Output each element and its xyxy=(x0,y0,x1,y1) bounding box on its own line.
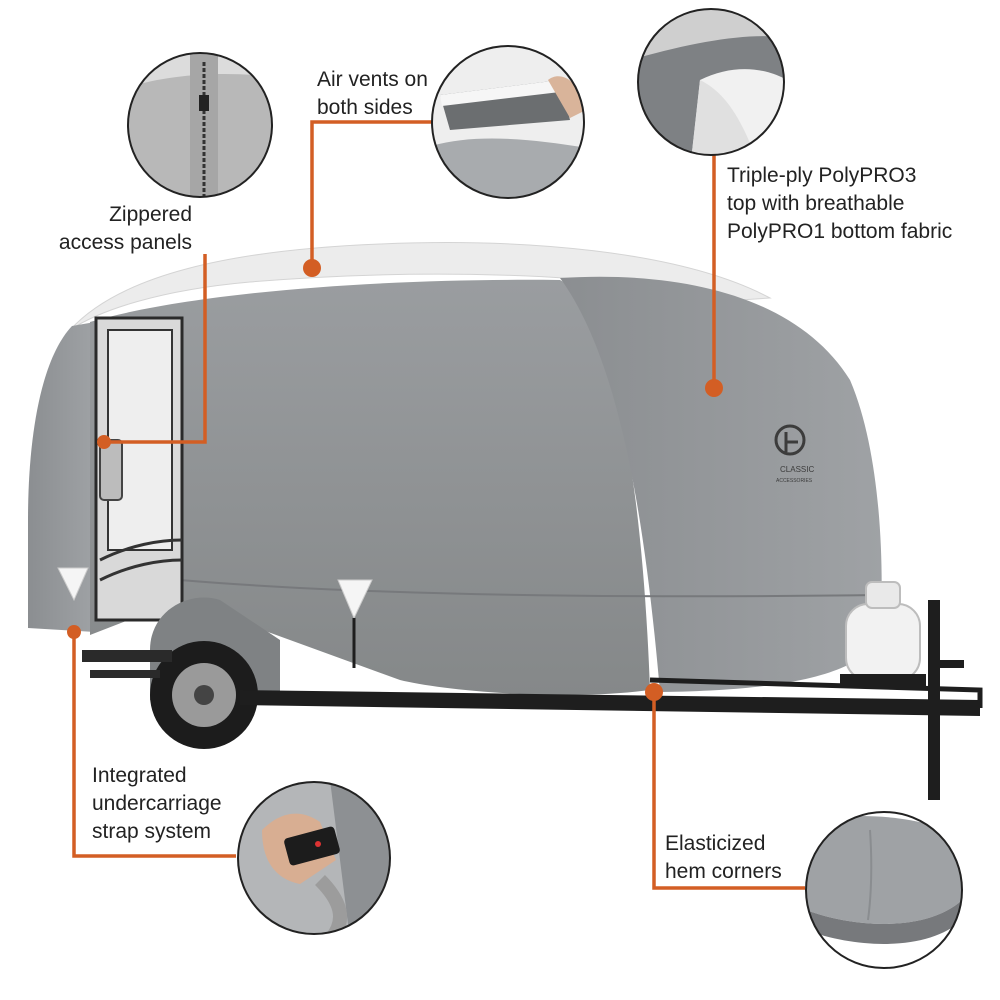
callout-fabric-label: Triple-ply PolyPRO3 top with breathable … xyxy=(727,162,952,246)
svg-text:CLASSIC: CLASSIC xyxy=(780,465,814,474)
callout-zipper-label: Zippered access panels xyxy=(59,201,192,257)
cover-front-end xyxy=(28,322,95,632)
cover-white-top xyxy=(69,242,772,331)
fabric-label-line1: Triple-ply PolyPRO3 xyxy=(727,164,917,187)
detail-strap-circle xyxy=(237,781,391,935)
strap-tab-front xyxy=(57,567,89,602)
callout-dots xyxy=(67,259,723,701)
hem-label-line1: Elasticized xyxy=(665,832,766,855)
vents-label-line2: both sides xyxy=(317,96,413,119)
callout-strap-label: Integrated undercarriage strap system xyxy=(92,762,222,846)
line-strap xyxy=(72,632,236,858)
detail-hem-circle xyxy=(805,811,963,969)
zipper-label-line1: Zippered xyxy=(109,203,192,226)
detail-zipper-circle xyxy=(127,52,273,198)
strap-label-line1: Integrated xyxy=(92,764,187,787)
detail-fabric-circle xyxy=(637,8,785,156)
vents-label-line1: Air vents on xyxy=(317,68,428,91)
svg-text:ACCESSORIES: ACCESSORIES xyxy=(776,478,813,484)
propane-tank xyxy=(840,581,926,688)
line-zipper xyxy=(104,254,207,444)
strap-tab-side xyxy=(337,579,373,620)
zipper-label-line2: access panels xyxy=(58,231,192,254)
fabric-label-line2: top with breathable xyxy=(727,192,905,215)
brand-logo: CLASSIC ACCESSORIES xyxy=(774,424,814,484)
detail-vent-circle xyxy=(431,45,585,199)
line-vents xyxy=(310,120,432,268)
cover-rear-end xyxy=(560,276,882,692)
line-hem xyxy=(652,692,805,890)
hem-label-line2: hem corners xyxy=(665,860,782,883)
trailer-frame xyxy=(240,690,980,716)
fabric-label-line3: PolyPRO1 bottom fabric xyxy=(727,220,953,243)
callout-vents-label: Air vents on both sides xyxy=(317,66,428,122)
strap-label-line2: undercarriage xyxy=(92,792,222,815)
trailer-cover: CLASSIC ACCESSORIES xyxy=(28,242,983,800)
strap-label-line3: strap system xyxy=(92,820,212,843)
callout-hem-label: Elasticized hem corners xyxy=(665,830,782,886)
cover-side-panel xyxy=(90,279,650,696)
trailer-wheel xyxy=(150,597,280,749)
callout-lines xyxy=(72,120,805,890)
